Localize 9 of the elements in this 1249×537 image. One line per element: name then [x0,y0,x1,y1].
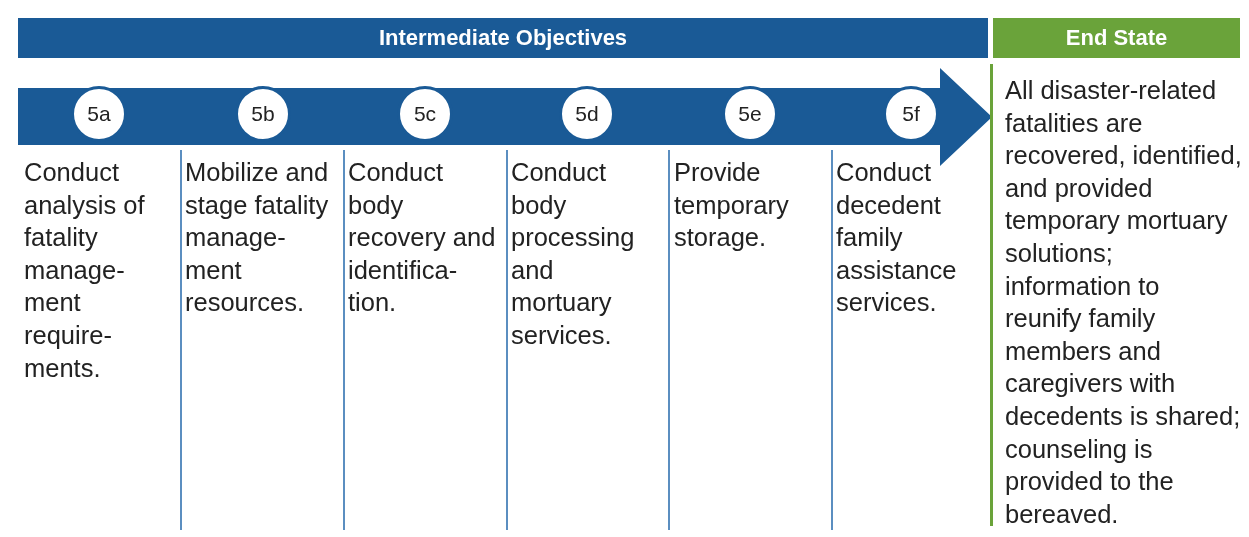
objective-description: Mobilize and stage fatality manage- ment resources. [185,157,330,319]
end-state-description: All disaster-related fatalities are recovered, identified, and provided temporary mortuary solutions; information to reunify family members and caregivers with decedents is shared; counseling is provided to the bereaved. [1005,75,1242,530]
objective-description: Provide temporary storage. [674,157,790,254]
objective-description: Conduct analysis of fatality manage- ment require- ments. [24,157,146,384]
objective-description: Conduct body recovery and identifica- tion. [348,157,496,319]
header-band: End State [993,18,1240,58]
objective-description: Conduct body processing and mortuary services. [511,157,636,351]
objective-description: Conduct decedent family assistance services. [836,157,958,319]
header-band: Intermediate Objectives [18,18,988,58]
